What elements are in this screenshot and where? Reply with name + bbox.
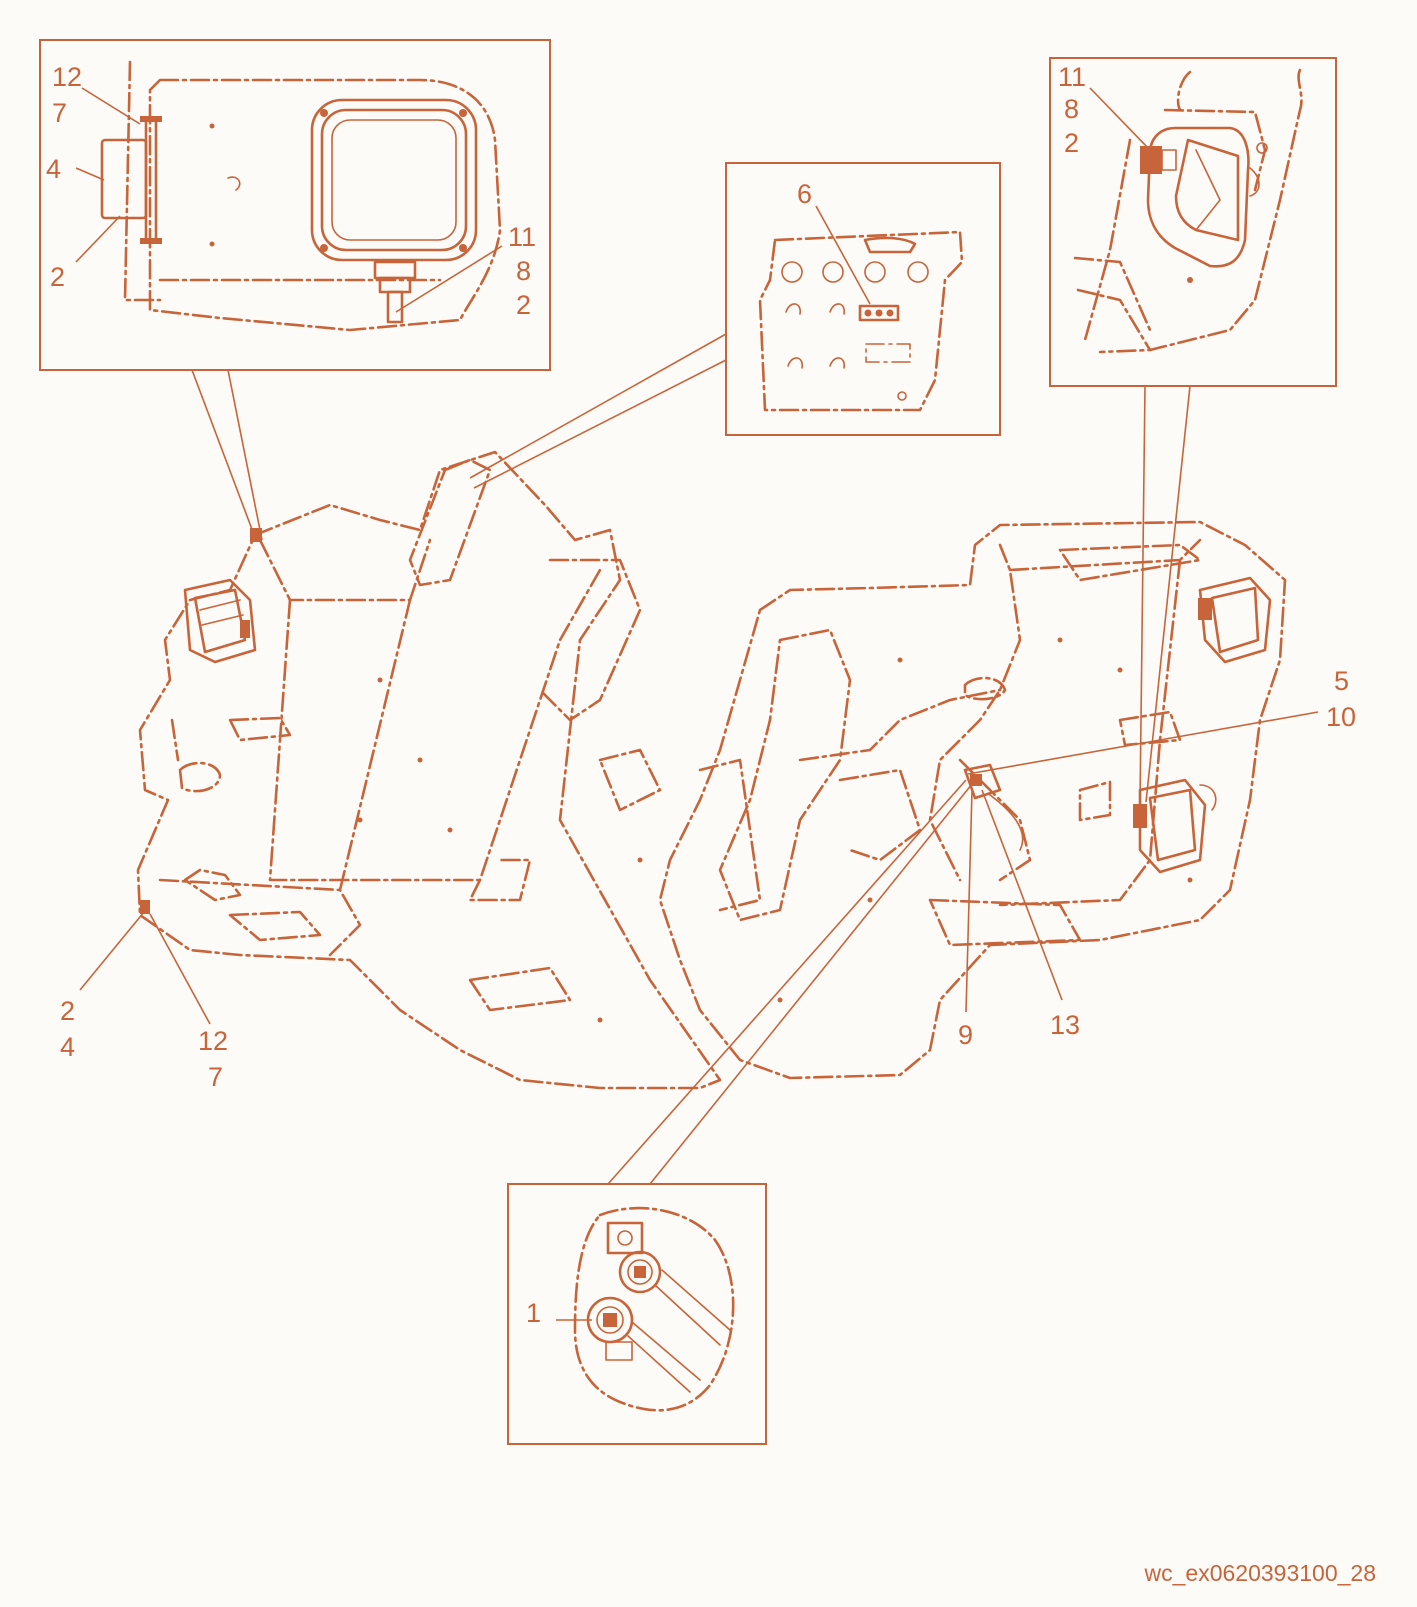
drawing-reference-code: wc_ex0620393100_28 (1144, 1560, 1376, 1586)
callout-tl-4: 4 (46, 154, 61, 184)
callout-tl-2b: 2 (516, 290, 531, 320)
detail-terminals (507, 1183, 767, 1445)
main-frame-assembly (136, 450, 1287, 1090)
callout-bl-12: 12 (198, 1026, 228, 1056)
callout-bl-4: 4 (60, 1032, 75, 1062)
right-work-lamp-upper (1198, 576, 1272, 664)
callout-labels: 12 7 4 2 11 8 2 6 11 8 2 5 10 9 13 2 4 1… (46, 62, 1356, 1328)
callout-13: 13 (1050, 1010, 1080, 1040)
callout-tl-12: 12 (52, 62, 82, 92)
callout-5: 5 (1334, 666, 1349, 696)
callout-10: 10 (1326, 702, 1356, 732)
callout-tr-2: 2 (1064, 128, 1079, 158)
callout-tl-2a: 2 (50, 262, 65, 292)
junction-component (963, 763, 1024, 851)
callout-bl-2: 2 (60, 996, 75, 1026)
detail-rear-lamp (1049, 57, 1337, 387)
detail-control-panel (725, 162, 1001, 436)
detail-lamp-front (39, 39, 551, 371)
callout-tr-8: 8 (1064, 94, 1079, 124)
bolt-holes (357, 637, 1193, 1023)
callout-9: 9 (958, 1020, 973, 1050)
callout-tr-11: 11 (1058, 62, 1086, 92)
callout-tc-6: 6 (797, 179, 812, 209)
left-work-lamp (183, 578, 257, 664)
callout-tl-7: 7 (52, 98, 67, 128)
callout-tl-11: 11 (508, 222, 536, 252)
callout-tl-8: 8 (516, 256, 531, 286)
main-callout-leaders (79, 711, 1319, 1025)
callout-bc-1: 1 (526, 1298, 541, 1328)
detail-leaders (191, 333, 1191, 1185)
callout-bl-7: 7 (208, 1062, 223, 1092)
right-work-lamp-lower (1133, 778, 1217, 874)
